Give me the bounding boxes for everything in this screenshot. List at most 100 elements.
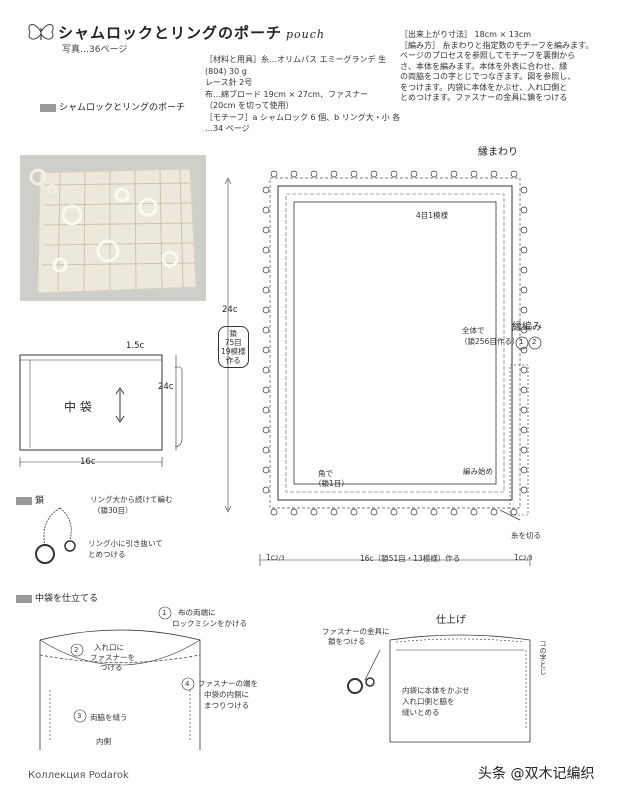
- step-1b: ロックミシンをかける: [172, 619, 247, 628]
- finish-note-2c: 縫いとめる: [402, 708, 440, 717]
- scallop-marks: [262, 170, 528, 516]
- chain-section-heading: 鎖: [16, 493, 44, 506]
- scallop-mark: [470, 508, 478, 516]
- scallop-mark: [520, 386, 528, 394]
- chain-note-1b: （鎖30目）: [93, 506, 133, 515]
- scallop-mark: [350, 508, 358, 516]
- scallop-mark: [520, 486, 528, 494]
- step-4: ファスナーの端を: [198, 679, 258, 688]
- finish-diagram: [347, 634, 531, 743]
- scallop-mark: [262, 246, 270, 254]
- material-line: ［材料と用具］糸…オリムパス エミーグランデ 生: [205, 55, 387, 64]
- scallop-mark: [330, 170, 338, 178]
- scallop-mark: [520, 226, 528, 234]
- scallop-mark: [390, 170, 398, 178]
- step-3: 両脇を縫う: [90, 713, 128, 722]
- note-line: さ、本体を編みます。本体を外表に合わせ、縁: [400, 61, 568, 71]
- step-1: 布の両端に: [178, 608, 216, 617]
- scallop-mark: [430, 170, 438, 178]
- inner-bag-label: 中 袋: [64, 400, 92, 414]
- scallop-mark: [270, 170, 278, 178]
- scallop-mark: [310, 170, 318, 178]
- scallop-mark: [520, 206, 528, 214]
- inner-bag-top-dim: 1.5c: [126, 341, 145, 351]
- scallop-mark: [510, 170, 518, 178]
- start-note: 編み始め: [463, 467, 493, 476]
- material-line: (804) 30 g: [205, 66, 247, 76]
- step-2c: つける: [100, 663, 123, 672]
- scallop-mark: [290, 508, 298, 516]
- circle-number-2: 2: [532, 338, 537, 346]
- footer-credit: Коллекция Podarok: [28, 770, 129, 781]
- scallop-mark: [330, 508, 338, 516]
- finish-note-2: 内袋に本体をかぶせ: [402, 686, 470, 695]
- step-number-4: 4: [185, 680, 190, 688]
- scallop-mark: [262, 326, 270, 334]
- step-2b: ファスナーを: [90, 653, 135, 662]
- note-line: ［出来上がり寸法］ 18cm × 13cm: [400, 30, 532, 39]
- note-line: の両脇をコの字とじでつなぎます。図を参照し、: [400, 72, 576, 81]
- scallop-mark: [262, 286, 270, 294]
- scallop-mark: [262, 406, 270, 414]
- chain-note-1: リング大から続けて編む: [90, 495, 173, 504]
- scallop-mark: [520, 306, 528, 314]
- scallop-mark: [450, 170, 458, 178]
- border-chart: [224, 170, 542, 566]
- scallop-mark: [262, 426, 270, 434]
- scallop-mark: [520, 446, 528, 454]
- scallop-mark: [520, 246, 528, 254]
- scallop-mark: [262, 226, 270, 234]
- assembly-heading: 中袋を仕立てる: [16, 591, 98, 604]
- right-margin: 1c2/3: [514, 553, 533, 562]
- section-heading-pouch: シャムロックとリングのポーチ: [40, 100, 185, 113]
- scallop-mark: [370, 508, 378, 516]
- bottom-dim: 16c（鎖51目・13模様）作る: [360, 554, 461, 563]
- scallop-mark: [350, 170, 358, 178]
- inside-label: 内側: [96, 737, 111, 746]
- scallop-mark: [310, 508, 318, 516]
- lace-pattern-image: [20, 155, 206, 301]
- scallop-mark: [410, 170, 418, 178]
- scallop-mark: [520, 406, 528, 414]
- chart-inner-label: 4目1模様: [416, 211, 449, 220]
- scallop-mark: [520, 346, 528, 354]
- inner-bag-bottom-dim: 16c: [80, 457, 96, 467]
- scallop-mark: [262, 486, 270, 494]
- finish-note-1b: 鎖をつける: [328, 637, 366, 646]
- finish-note-2b: 入れ口側と脇を: [402, 697, 455, 706]
- note-line: をつけます。内袋に本体をかぶせ、入れ口側と: [400, 82, 568, 92]
- scallop-mark: [520, 466, 528, 474]
- scallop-mark: [510, 508, 518, 516]
- edge-label: 縁編み: [512, 322, 542, 333]
- scallop-mark: [390, 508, 398, 516]
- step-4c: まつりつける: [204, 701, 250, 710]
- scallop-mark: [520, 186, 528, 194]
- scallop-mark: [262, 306, 270, 314]
- inner-bag-side-dim: 24c: [158, 382, 174, 392]
- scallop-mark: [490, 508, 498, 516]
- scallop-mark: [270, 508, 278, 516]
- scallop-mark: [490, 170, 498, 178]
- step-2: 入れ口に: [94, 643, 124, 652]
- scallop-mark: [262, 266, 270, 274]
- step-number-3: 3: [77, 712, 82, 720]
- scallop-mark: [470, 170, 478, 178]
- heading-bar: [16, 594, 32, 603]
- material-line: …34 ページ: [205, 124, 250, 133]
- count-note-2: （鎖256目作る）: [460, 337, 520, 346]
- note-line: ページのプロセスを参照してモチーフを裏側から: [400, 51, 576, 60]
- scallop-mark: [262, 386, 270, 394]
- material-line: （20cm を切って使用）: [205, 101, 294, 110]
- scallop-mark: [520, 286, 528, 294]
- material-line: 布…綿ブロード 19cm × 27cm、ファスナー: [205, 89, 369, 99]
- scallop-mark: [520, 266, 528, 274]
- corner-note-2: （鎖1目）: [314, 479, 349, 488]
- scallop-mark: [520, 366, 528, 374]
- heading-bar: [40, 103, 56, 112]
- finish-side-label: コの字とじ: [539, 640, 547, 675]
- note-line: ［編み方］ 糸まわりと指定数のモチーフを編みます。: [400, 40, 594, 50]
- chain-note-2b: とめつける: [88, 550, 126, 559]
- scallop-mark: [262, 446, 270, 454]
- count-note-1: 全体で: [462, 326, 485, 335]
